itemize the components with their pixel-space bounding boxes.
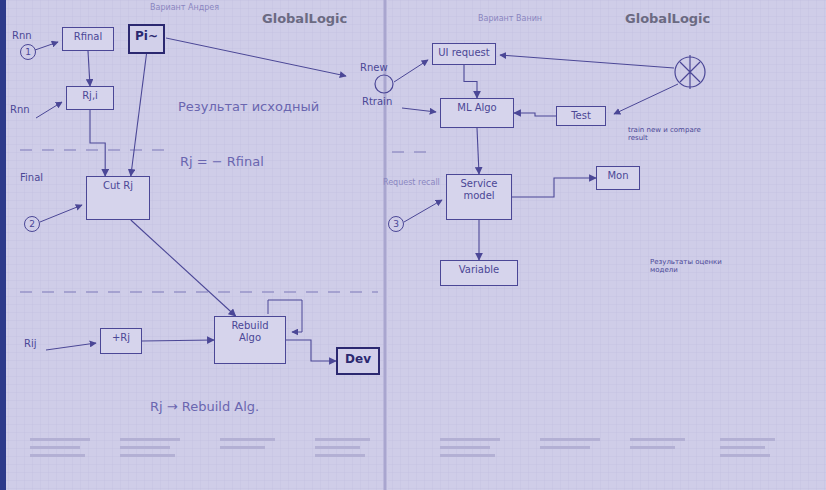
input-label: Rtrain (362, 96, 392, 108)
flow-arrow (512, 178, 596, 197)
process-box: Test (556, 106, 606, 126)
process-box: Service model (446, 174, 512, 220)
flow-arrow (90, 110, 105, 176)
node-text: Test (562, 110, 600, 122)
process-box: Rj,i (66, 86, 114, 110)
callout-number: 2 (24, 216, 40, 232)
sheet-divider (384, 0, 387, 490)
leader-line (35, 38, 678, 350)
process-box: ML Algo (440, 98, 514, 128)
note-text: Request recall (383, 178, 440, 187)
node-text: Rj,i (72, 90, 108, 102)
flow-arrow (478, 220, 479, 260)
callout-number: 3 (388, 216, 404, 232)
scribble-symbol (375, 55, 705, 93)
flow-arrow (142, 340, 214, 341)
note-text: Результат исходный (178, 100, 319, 115)
process-box: Rfinal (62, 27, 114, 51)
node-text: Pi~ (135, 29, 158, 43)
separator (20, 150, 430, 292)
process-box: Cut Rj (86, 176, 150, 220)
flow-arrow (131, 54, 147, 176)
node-text: ML Algo (446, 102, 508, 114)
note-text: Rj = − Rfinal (180, 155, 264, 170)
node-text: Variable (446, 264, 512, 276)
footer-print (30, 438, 775, 457)
flow-arrow (88, 51, 90, 86)
sheet-title: Вариант Ванин (478, 14, 542, 23)
callout-number: 1 (20, 44, 36, 60)
process-box: +Rj (100, 328, 142, 354)
note-text: train new и compare result (628, 126, 718, 142)
input-label: Rnn (12, 30, 32, 42)
input-label: Rnew (360, 62, 388, 74)
note-text: Результаты оценки модели (650, 258, 740, 274)
process-box: Mon (596, 166, 640, 190)
flow-arrow (131, 220, 236, 316)
process-box: Rebuild Algo (214, 316, 286, 364)
input-label: Rij (24, 338, 37, 350)
process-box: UI request (432, 43, 496, 65)
flow-arrow (286, 340, 336, 361)
input-label: Rnn (10, 104, 30, 116)
key-box: Dev (336, 347, 380, 375)
page-edge (0, 0, 6, 490)
input-label: Final (20, 172, 43, 184)
logo-text: GlobalLogic (262, 12, 347, 27)
node-text: Cut Rj (92, 180, 144, 192)
key-box: Pi~ (128, 24, 165, 54)
node-text: Service model (452, 178, 506, 202)
node-text: Rfinal (68, 31, 108, 43)
flow-arrow (477, 128, 479, 174)
node-text: UI request (438, 47, 490, 59)
process-box: Variable (440, 260, 518, 286)
node-text: Mon (602, 170, 634, 182)
node-text: +Rj (106, 332, 136, 344)
flow-arrow (464, 65, 477, 98)
note-text: Rj → Rebuild Alg. (150, 400, 259, 415)
logo-text: GlobalLogic (625, 12, 710, 27)
node-text: Rebuild Algo (220, 320, 280, 344)
sheet-title: Вариант Андрея (150, 3, 219, 12)
flow-arrow (514, 113, 556, 116)
node-text: Dev (343, 352, 373, 366)
